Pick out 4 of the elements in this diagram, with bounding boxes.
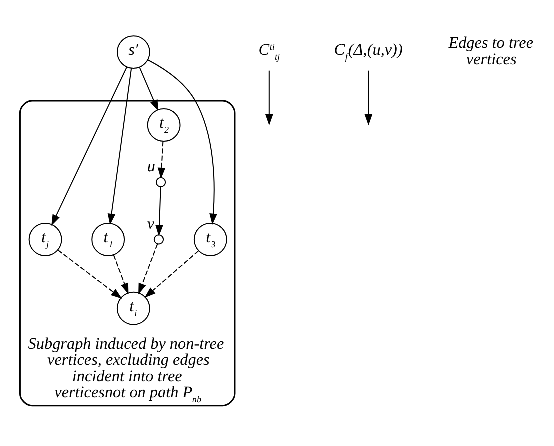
- label: Edges to tree vertices: [448, 34, 534, 68]
- node-label: v: [147, 214, 155, 233]
- node-label: u: [147, 158, 156, 176]
- node-text: C$_{f}$(Δ,(u,v)): [334, 41, 403, 62]
